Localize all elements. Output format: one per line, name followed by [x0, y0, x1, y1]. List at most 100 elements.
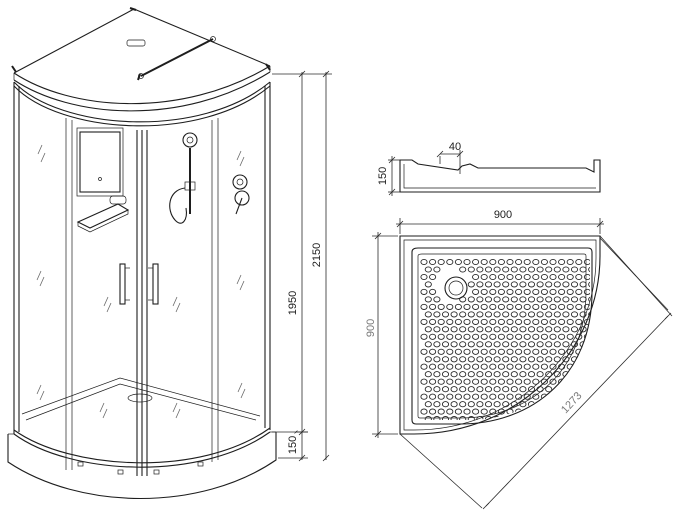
anti-slip-dot — [540, 273, 548, 281]
anti-slip-dot — [493, 341, 501, 348]
anti-slip-dot — [454, 393, 462, 400]
anti-slip-dot — [446, 333, 454, 340]
anti-slip-dot — [575, 378, 583, 385]
anti-slip-dot — [549, 333, 557, 340]
anti-slip-dot — [480, 333, 488, 340]
anti-slip-dot — [459, 416, 467, 420]
anti-slip-dot — [506, 378, 514, 385]
anti-slip-dot — [454, 408, 462, 415]
anti-slip-dot — [493, 386, 501, 393]
anti-slip-dot — [420, 378, 428, 385]
anti-slip-dot — [519, 311, 527, 318]
anti-slip-dot — [420, 408, 428, 415]
anti-slip-dot — [515, 258, 523, 266]
anti-slip-dot — [472, 348, 480, 355]
anti-slip-dot — [558, 288, 566, 295]
anti-slip-dot — [476, 401, 484, 408]
anti-slip-dot — [527, 281, 536, 288]
anti-slip-dot — [437, 258, 445, 266]
anti-slip-dot — [527, 266, 536, 273]
anti-slip-dot — [588, 371, 590, 378]
anti-slip-dot — [519, 386, 527, 393]
anti-slip-dot — [433, 416, 441, 420]
anti-slip-dot — [489, 333, 497, 340]
anti-slip-dot — [588, 401, 590, 408]
anti-slip-dot — [519, 416, 527, 420]
anti-slip-dot — [467, 296, 475, 303]
anti-slip-dot — [553, 281, 561, 288]
anti-slip-dot — [579, 386, 587, 393]
anti-slip-dot — [459, 266, 467, 273]
anti-slip-dot — [570, 281, 579, 288]
anti-slip-dot — [433, 341, 441, 348]
anti-slip-dot — [437, 408, 445, 415]
anti-slip-dot — [588, 296, 590, 303]
anti-slip-dot — [433, 296, 441, 303]
anti-slip-dot — [545, 266, 553, 273]
anti-slip-dot — [570, 296, 579, 303]
anti-slip-dot — [540, 288, 548, 295]
anti-slip-dot — [506, 288, 514, 295]
anti-slip-dot — [575, 258, 583, 266]
anti-slip-dot — [446, 363, 454, 370]
frame-top-curve — [13, 81, 271, 123]
anti-slip-dot — [497, 273, 505, 281]
anti-slip-dot — [433, 266, 441, 273]
anti-slip-dot — [484, 401, 493, 408]
anti-slip-dot — [493, 266, 501, 273]
anti-slip-dot — [476, 296, 484, 303]
anti-slip-dot — [463, 378, 471, 385]
dim-label-2150: 2150 — [311, 243, 323, 267]
anti-slip-dot — [472, 273, 480, 281]
anti-slip-dot — [463, 258, 471, 266]
anti-slip-dot — [519, 371, 527, 378]
anti-slip-dot — [454, 348, 462, 355]
anti-slip-dot — [588, 326, 590, 333]
anti-slip-dot — [476, 341, 484, 348]
cabin-tray-floor — [21, 377, 261, 421]
mixer-tap — [232, 174, 250, 215]
anti-slip-dot — [420, 303, 428, 310]
anti-slip-dot — [575, 318, 583, 325]
anti-slip-dot — [515, 363, 523, 370]
anti-slip-dot — [532, 258, 540, 266]
dim-label-1273: 1273 — [559, 390, 584, 416]
anti-slip-dot — [424, 341, 432, 348]
anti-slip-dot — [424, 281, 432, 288]
anti-slip-dot — [558, 333, 566, 340]
anti-slip-dot — [583, 393, 590, 400]
anti-slip-dot — [424, 311, 432, 318]
anti-slip-dot — [545, 416, 553, 420]
anti-slip-dot — [506, 258, 514, 266]
anti-slip-dot — [566, 273, 574, 281]
anti-slip-dot — [476, 326, 484, 333]
anti-slip-dot — [420, 333, 428, 340]
anti-slip-dot — [480, 393, 488, 400]
anti-slip-dot — [562, 356, 570, 363]
anti-slip-dot — [540, 363, 548, 370]
anti-slip-dot — [566, 318, 574, 325]
anti-slip-dot — [575, 288, 583, 295]
anti-slip-dot — [519, 341, 527, 348]
anti-slip-dot — [527, 386, 536, 393]
anti-slip-dot — [583, 303, 590, 310]
anti-slip-dot — [519, 281, 527, 288]
anti-slip-dot — [437, 363, 445, 370]
anti-slip-dot — [583, 258, 590, 266]
anti-slip-dot — [454, 258, 462, 266]
anti-slip-dot — [437, 378, 445, 385]
anti-slip-dot — [484, 266, 493, 273]
anti-slip-dot — [579, 281, 587, 288]
anti-slip-dot — [545, 311, 553, 318]
anti-slip-dot — [536, 296, 544, 303]
anti-slip-dot — [515, 348, 523, 355]
anti-slip-dot — [459, 356, 467, 363]
anti-slip-dot — [459, 311, 467, 318]
anti-slip-dot — [420, 363, 428, 370]
anti-slip-dot — [532, 363, 540, 370]
anti-slip-dot — [429, 288, 437, 295]
anti-slip-dot — [532, 408, 540, 415]
anti-slip-dot — [502, 356, 510, 363]
dim-label-40: 40 — [449, 141, 461, 153]
anti-slip-dot — [424, 356, 432, 363]
